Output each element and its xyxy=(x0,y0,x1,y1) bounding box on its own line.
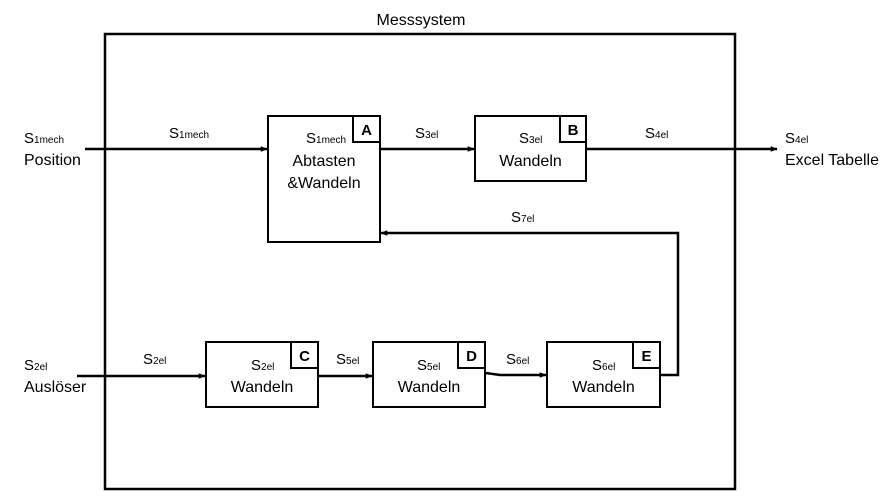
edge-label-s6: S6el xyxy=(506,351,529,368)
block-d-tag-box xyxy=(457,341,486,369)
block-b: B S3el Wandeln xyxy=(474,115,587,182)
edge-label-s5-main: S xyxy=(336,351,346,368)
block-b-tag: B xyxy=(568,122,579,139)
block-b-label: Wandeln xyxy=(499,153,562,170)
block-a-tag-box xyxy=(352,115,381,143)
block-e-signal: S6el xyxy=(592,357,615,374)
block-a-signal: S1mech xyxy=(306,130,346,147)
edge-label-s6-main: S xyxy=(506,351,516,368)
edge-label-s7: S7el xyxy=(511,209,534,226)
block-a-line2: &Wandeln xyxy=(287,175,360,192)
edge-label-s3-sub: 3el xyxy=(425,130,438,141)
block-d-signal-sub: 5el xyxy=(427,362,440,373)
edge-label-s2-sub: 2el xyxy=(153,356,166,367)
block-c-tag: C xyxy=(299,348,310,365)
edge-label-s1: S1mech xyxy=(169,125,209,142)
block-d-signal: S5el xyxy=(417,357,440,374)
edge-label-s7-sub: 7el xyxy=(521,214,534,225)
output-signal: S4el xyxy=(785,130,808,147)
edge-label-s6-sub: 6el xyxy=(516,356,529,367)
block-e-tag-box xyxy=(632,341,661,369)
block-e-label: Wandeln xyxy=(572,379,635,396)
output-label: Excel Tabelle xyxy=(785,152,879,169)
block-d-signal-main: S xyxy=(417,357,427,374)
block-e-signal-sub: 6el xyxy=(602,362,615,373)
edge-label-s5: S5el xyxy=(336,351,359,368)
input-trigger-signal: S2el xyxy=(24,357,47,374)
block-d: D S5el Wandeln xyxy=(372,341,486,408)
arrow-d-to-e xyxy=(485,371,547,378)
block-a-signal-main: S xyxy=(306,130,316,147)
block-c-signal: S2el xyxy=(251,357,274,374)
block-c-label: Wandeln xyxy=(231,379,294,396)
edge-label-s2-main: S xyxy=(143,351,153,368)
system-boundary xyxy=(103,32,737,491)
edge-label-s3-main: S xyxy=(415,125,425,142)
block-c-signal-sub: 2el xyxy=(261,362,274,373)
input-position-label: Position xyxy=(24,152,81,169)
edge-label-s3: S3el xyxy=(415,125,438,142)
block-b-signal-main: S xyxy=(519,130,529,147)
input-position-signal-sub: 1mech xyxy=(34,135,64,146)
block-e-signal-main: S xyxy=(592,357,602,374)
block-d-label: Wandeln xyxy=(398,379,461,396)
input-trigger-signal-sub: 2el xyxy=(34,362,47,373)
block-d-tag: D xyxy=(466,348,477,365)
input-position-signal: S1mech xyxy=(24,130,64,147)
edge-label-s4: S4el xyxy=(645,125,668,142)
block-e-tag: E xyxy=(641,348,651,365)
edge-label-s7-main: S xyxy=(511,209,521,226)
edge-label-s1-main: S xyxy=(169,125,179,142)
block-a-tag: A xyxy=(361,122,372,139)
edge-label-s5-sub: 5el xyxy=(346,356,359,367)
input-trigger-signal-main: S xyxy=(24,357,34,374)
edge-label-s4-main: S xyxy=(645,125,655,142)
block-a-line1: Abtasten xyxy=(292,153,355,170)
edge-label-s1-sub: 1mech xyxy=(179,130,209,141)
diagram-title: Messsystem xyxy=(377,12,466,29)
output-signal-main: S xyxy=(785,130,795,147)
output-signal-sub: 4el xyxy=(795,135,808,146)
block-b-signal: S3el xyxy=(519,130,542,147)
edge-label-s4-sub: 4el xyxy=(655,130,668,141)
input-position-signal-main: S xyxy=(24,130,34,147)
block-c: C S2el Wandeln xyxy=(205,341,319,408)
edge-label-s2: S2el xyxy=(143,351,166,368)
input-trigger-label: Auslöser xyxy=(24,379,87,396)
arrow-e-feedback-to-a xyxy=(380,230,680,377)
block-e: E S6el Wandeln xyxy=(546,341,661,408)
block-b-tag-box xyxy=(559,115,587,143)
block-c-tag-box xyxy=(290,341,319,369)
block-c-signal-main: S xyxy=(251,357,261,374)
block-a: A S1mech Abtasten &Wandeln xyxy=(267,115,381,243)
block-b-signal-sub: 3el xyxy=(529,135,542,146)
block-a-signal-sub: 1mech xyxy=(316,135,346,146)
